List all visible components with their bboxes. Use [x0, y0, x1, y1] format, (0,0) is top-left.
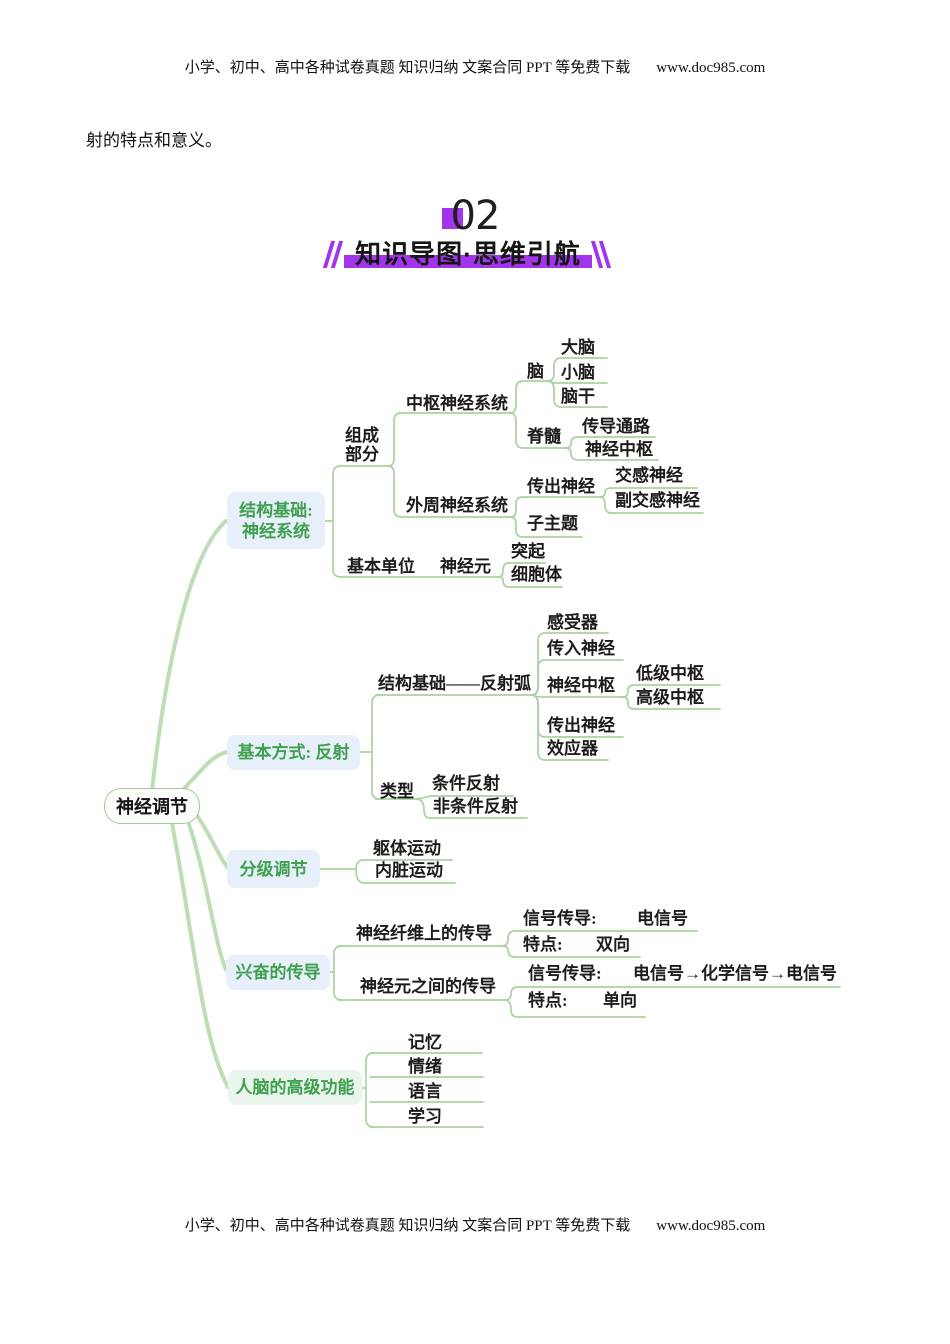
node-basic-unit: 基本单位 — [347, 557, 415, 576]
node-cerebellum: 小脑 — [561, 363, 595, 382]
node-pns: 外周神经系统 — [406, 496, 508, 515]
node-reflex-efferent-nerve: 传出神经 — [547, 716, 615, 735]
node-cns: 中枢神经系统 — [406, 394, 508, 413]
node-unconditioned-reflex: 非条件反射 — [433, 797, 518, 816]
node-structure-basis: 结构基础: 神经系统 — [227, 492, 325, 549]
node-neuron-process: 突起 — [511, 542, 545, 561]
node-effector: 效应器 — [547, 739, 598, 758]
node-conduction-pathway: 传导通路 — [582, 417, 650, 436]
node-fiber-feature-label: 特点: — [523, 935, 563, 954]
node-language: 语言 — [408, 1082, 442, 1101]
node-composition: 组成 部分 — [345, 426, 379, 464]
node-hierarchical-regulation: 分级调节 — [227, 850, 320, 888]
header-links-text: 小学、初中、高中各种试卷真题 知识归纳 文案合同 PPT 等免费下载 — [184, 60, 631, 76]
node-brain: 脑 — [527, 362, 544, 381]
node-neuron: 神经元 — [440, 557, 491, 576]
node-fiber-conduction: 神经纤维上的传导 — [356, 924, 492, 943]
node-brain-higher-functions: 人脑的高级功能 — [228, 1070, 362, 1105]
node-fiber-signal-value: 电信号 — [637, 909, 688, 928]
node-synapse-feature-label: 特点: — [528, 991, 568, 1010]
intro-text: 射的特点和意义。 — [86, 131, 222, 150]
node-reflex-nerve-center: 神经中枢 — [547, 676, 615, 695]
node-cerebrum: 大脑 — [561, 338, 595, 357]
section-title: 知识导图·思维引航 — [355, 239, 581, 269]
section-number-square — [442, 208, 463, 229]
section-title-highlight-bar — [344, 255, 592, 268]
page-footer: 小学、初中、高中各种试卷真题 知识归纳 文案合同 PPT 等免费下载 www.do… — [0, 1214, 950, 1235]
node-spinal-cord: 脊髓 — [527, 427, 561, 446]
node-excitation-conduction: 兴奋的传导 — [226, 955, 330, 990]
node-afferent-nerve: 传入神经 — [547, 639, 615, 658]
node-reflex-arc: 结构基础——反射弧 — [378, 674, 531, 693]
node-high-center: 高级中枢 — [636, 688, 704, 707]
node-fiber-feature-value: 双向 — [596, 935, 630, 954]
node-emotion: 情绪 — [408, 1057, 442, 1076]
node-nerve-center: 神经中枢 — [585, 440, 653, 459]
node-receptor: 感受器 — [547, 613, 598, 632]
footer-links-text: 小学、初中、高中各种试卷真题 知识归纳 文案合同 PPT 等免费下载 — [184, 1218, 631, 1234]
node-synapse-conduction: 神经元之间的传导 — [360, 977, 496, 996]
section-number: 02 — [450, 193, 501, 239]
node-somatic-movement: 躯体运动 — [373, 839, 441, 858]
mindmap-root-node: 神经调节 — [104, 788, 200, 824]
node-synapse-signal-label: 信号传导: — [528, 964, 602, 983]
node-fiber-signal-label: 信号传导: — [523, 909, 597, 928]
node-efferent-nerve: 传出神经 — [527, 477, 595, 496]
node-low-center: 低级中枢 — [636, 664, 704, 683]
node-parasympathetic: 副交感神经 — [615, 491, 700, 510]
page-header: 小学、初中、高中各种试卷真题 知识归纳 文案合同 PPT 等免费下载 www.do… — [0, 56, 950, 77]
node-synapse-signal-value: 电信号→化学信号→电信号 — [633, 964, 837, 983]
node-basic-mode-reflex: 基本方式: 反射 — [227, 735, 360, 770]
node-cell-body: 细胞体 — [511, 565, 562, 584]
header-site-url[interactable]: www.doc985.com — [656, 60, 766, 76]
node-brainstem: 脑干 — [561, 387, 595, 406]
node-subtopic: 子主题 — [527, 514, 578, 533]
node-visceral-movement: 内脏运动 — [375, 861, 443, 880]
node-synapse-feature-value: 单向 — [603, 991, 637, 1010]
node-conditioned-reflex: 条件反射 — [432, 774, 500, 793]
node-reflex-type: 类型 — [380, 782, 414, 801]
node-sympathetic: 交感神经 — [615, 466, 683, 485]
node-memory: 记忆 — [408, 1033, 442, 1052]
node-learning: 学习 — [408, 1107, 442, 1126]
footer-site-url[interactable]: www.doc985.com — [656, 1218, 766, 1234]
